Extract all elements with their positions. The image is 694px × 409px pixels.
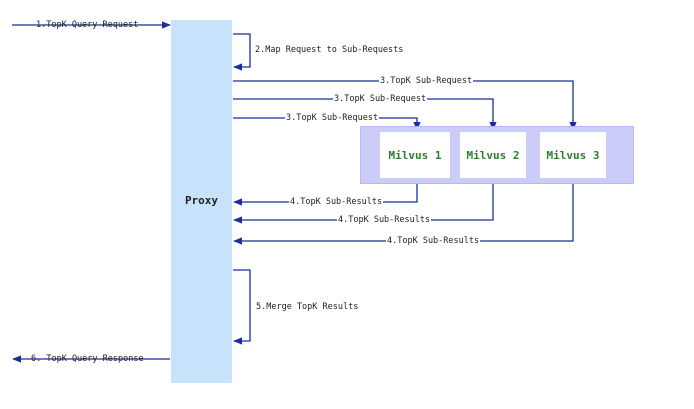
step5-label: 5.Merge TopK Results	[256, 302, 359, 312]
step2-label: 2.Map Request to Sub-Requests	[255, 45, 404, 55]
subrequest-arrow-2	[233, 98, 497, 131]
step3-label-3: 3.TopK Sub-Request	[379, 76, 474, 86]
proxy-label: Proxy	[184, 194, 219, 207]
map-loop-arrow	[233, 33, 251, 71]
milvus-node-1: Milvus 1	[380, 132, 450, 178]
step4-label-2: 4.TopK Sub-Results	[337, 215, 432, 225]
subresult-arrow-2	[233, 180, 494, 224]
step6-label: 6. TopK Query Response	[31, 354, 144, 364]
step4-label-3: 4.TopK Sub-Results	[386, 236, 481, 246]
merge-loop-arrow	[233, 269, 251, 345]
subresult-arrow-3	[233, 180, 574, 245]
milvus-node-3: Milvus 3	[540, 132, 606, 178]
milvus-node-2: Milvus 2	[460, 132, 526, 178]
step1-label: 1.TopK Query Request	[36, 20, 139, 30]
step4-label-1: 4.TopK Sub-Results	[289, 197, 384, 207]
step3-label-2: 3.TopK Sub-Request	[333, 94, 428, 104]
step3-label-1: 3.TopK Sub-Request	[285, 113, 380, 123]
proxy-box	[171, 20, 232, 383]
subrequest-arrow-3	[233, 80, 577, 131]
